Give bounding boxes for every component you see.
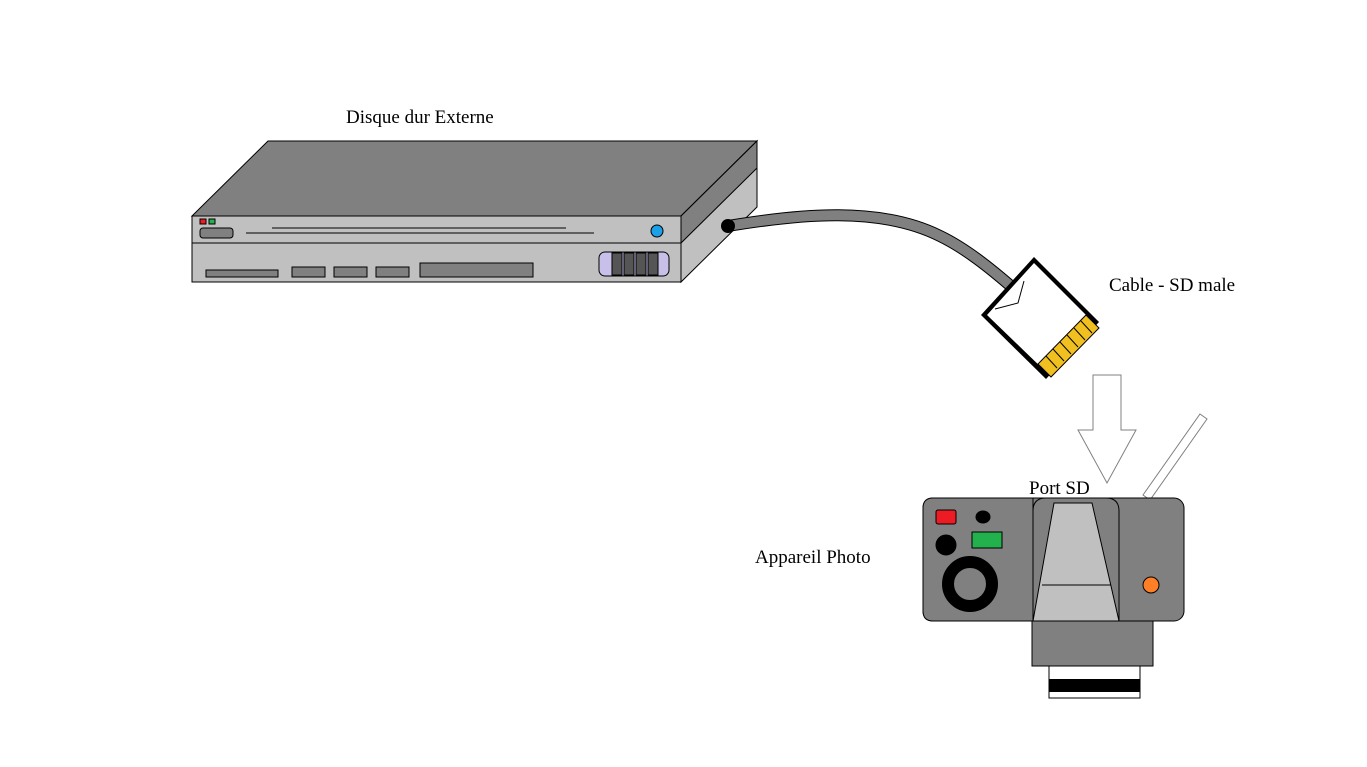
power-button — [199, 227, 234, 239]
orange-button-icon — [1142, 576, 1160, 594]
cable-label: Cable - SD male — [1109, 275, 1236, 296]
cable-connector-icon — [721, 219, 735, 233]
small-black-button-icon — [975, 510, 991, 524]
black-dial-icon — [935, 534, 957, 556]
drive-port-3 — [375, 266, 410, 278]
red-led-icon — [199, 218, 207, 225]
drive-bay-icon — [598, 251, 670, 277]
camera-lens-icon — [942, 556, 998, 612]
green-indicator-icon — [971, 531, 1003, 549]
camera-antenna — [1142, 413, 1208, 501]
drive-vent-1 — [205, 269, 279, 278]
sd-card — [981, 257, 1100, 379]
drive-port-1 — [291, 266, 326, 278]
external-hard-drive — [190, 139, 759, 284]
green-led-icon — [208, 218, 216, 225]
camera — [922, 497, 1185, 699]
sd-card-contacts-icon — [1037, 314, 1100, 378]
down-arrow-icon — [1077, 374, 1137, 485]
hard-drive-label: Disque dur Externe — [346, 107, 494, 128]
camera-viewfinder — [1032, 502, 1120, 622]
sd-port-label: Port SD — [1029, 478, 1090, 499]
eject-button-icon — [650, 224, 664, 238]
cable-wire-fill — [727, 210, 1017, 292]
hard-drive-top — [190, 140, 759, 217]
drive-port-2 — [333, 266, 368, 278]
sd-card-notch — [994, 280, 1025, 310]
cable — [721, 209, 1017, 293]
camera-lens-stripe — [1049, 679, 1140, 692]
record-button-icon — [935, 509, 957, 525]
sd-card-contact-lines — [1045, 320, 1093, 369]
camera-label: Appareil Photo — [755, 547, 871, 568]
drive-vent-2 — [419, 262, 534, 278]
